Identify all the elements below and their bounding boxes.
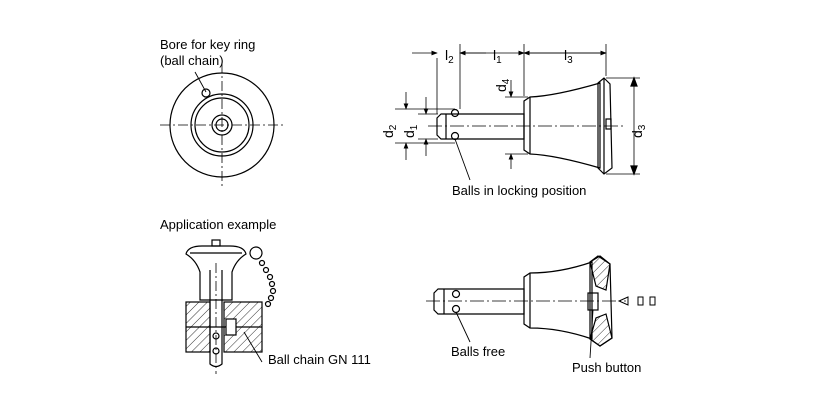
dimension-d1: d1 xyxy=(401,124,420,138)
bore-label-line2: (ball chain) xyxy=(160,53,224,68)
bore-label-line1: Bore for key ring xyxy=(160,37,256,52)
application-example-title: Application example xyxy=(160,217,277,232)
dimension-d3: d3 xyxy=(629,124,648,138)
dimension-d2: d2 xyxy=(380,124,399,138)
dimension-l1: l1 xyxy=(493,47,502,66)
dimension-d4: d4 xyxy=(493,78,512,92)
ball-chain-label: Ball chain GN 111 xyxy=(268,352,371,367)
application-example-drawing xyxy=(185,239,277,374)
dimension-l3: l3 xyxy=(564,47,573,66)
side-view-locking xyxy=(395,44,640,181)
balls-locking-label: Balls in locking position xyxy=(452,183,587,198)
push-button-label: Push button xyxy=(572,360,642,375)
dimension-l2: l2 xyxy=(445,47,454,66)
end-view xyxy=(160,63,284,187)
side-view-released xyxy=(426,255,656,359)
balls-free-label: Balls free xyxy=(451,344,506,359)
